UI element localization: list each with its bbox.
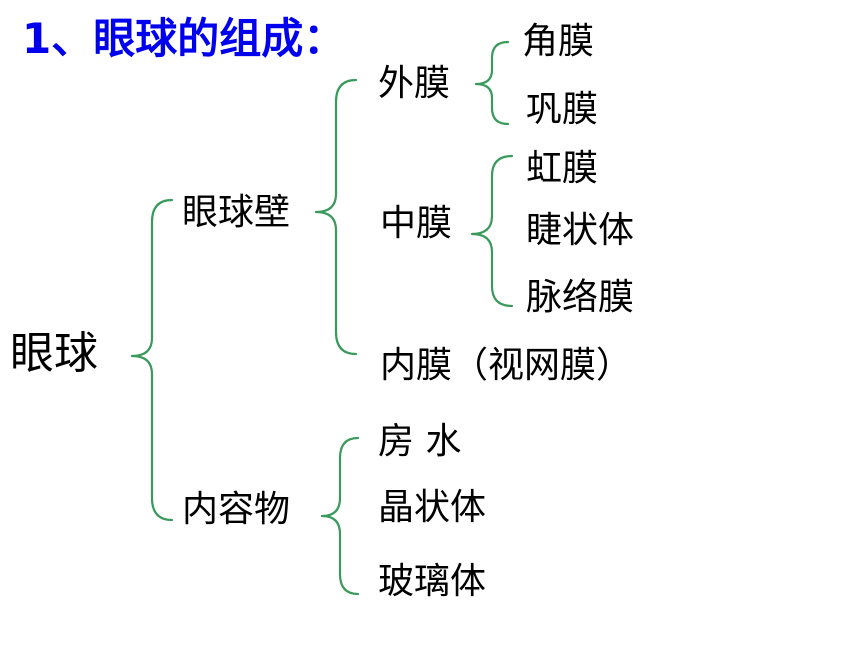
node-contents: 内容物 bbox=[182, 489, 291, 530]
node-inner-membrane: 内膜（视网膜） bbox=[380, 345, 633, 386]
brace-outer bbox=[474, 40, 510, 126]
node-aqueous-humor: 房 水 bbox=[378, 421, 462, 462]
node-sclera: 巩膜 bbox=[526, 89, 599, 130]
node-eyeball-wall: 眼球壁 bbox=[182, 192, 291, 233]
node-ciliary-body: 睫状体 bbox=[526, 210, 635, 251]
brace-wall bbox=[314, 78, 358, 356]
node-outer-membrane: 外膜 bbox=[378, 63, 451, 104]
brace-middle bbox=[470, 154, 514, 308]
node-cornea: 角膜 bbox=[522, 21, 595, 62]
page-title: 1、眼球的组成： bbox=[22, 14, 346, 63]
node-iris: 虹膜 bbox=[526, 148, 599, 189]
node-eyeball: 眼球 bbox=[10, 328, 98, 379]
brace-contents bbox=[320, 436, 360, 596]
node-vitreous-body: 玻璃体 bbox=[378, 561, 487, 602]
node-choroid: 脉络膜 bbox=[526, 277, 635, 318]
brace-root bbox=[130, 198, 174, 522]
node-middle-membrane: 中膜 bbox=[380, 203, 453, 244]
node-lens: 晶状体 bbox=[378, 487, 487, 528]
